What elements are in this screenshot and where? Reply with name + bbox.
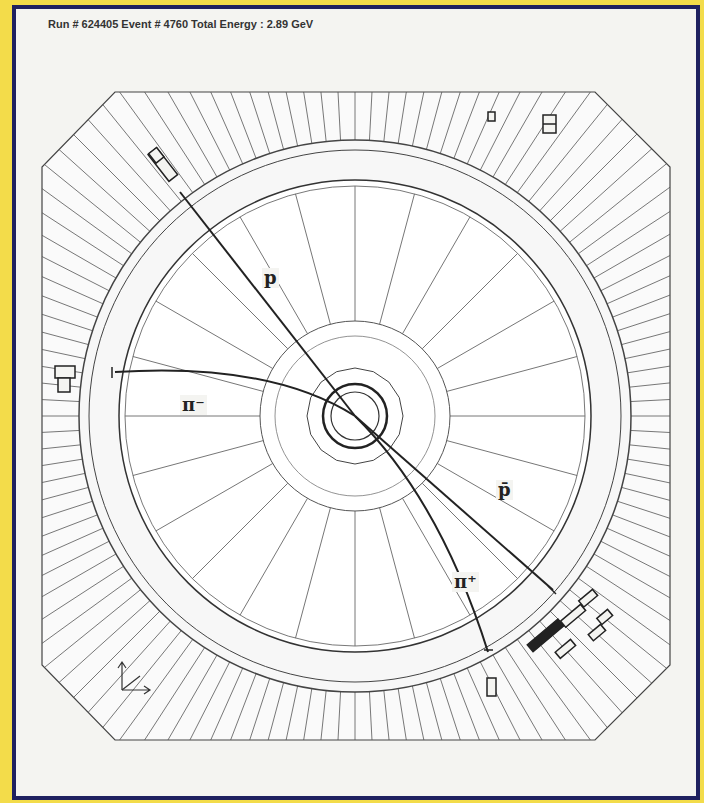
calorimeter-outline [42,92,670,740]
tracks [112,192,556,652]
run-header: Run # 624405 Event # 4760 Total Energy :… [48,18,313,30]
calorimeter-hits [55,112,613,696]
proton-track [180,192,355,416]
hit-box [597,609,613,624]
hit-box [543,115,556,133]
hit-box [488,112,495,121]
axes-icon [118,662,150,694]
hit-box [58,378,70,392]
hit-box [527,619,563,652]
track-ends [112,367,556,650]
hit-box [149,147,164,163]
pi-minus-label: π⁻ [180,395,207,415]
pi-plus-label: π⁺ [452,572,479,592]
hit-box [561,604,586,627]
drift-chamber [119,180,591,652]
hit-box [579,589,598,607]
hit-box [487,678,496,696]
hit-box [555,639,575,658]
coil [79,140,631,692]
hit-box [148,148,178,182]
hit-box [588,624,605,640]
coil-inner [89,150,621,682]
pi-minus-track [115,370,355,416]
pi-plus-track [355,416,488,652]
antiproton-label: p̄ [496,480,513,500]
proton-label: p [262,268,279,288]
hit-box [543,123,556,125]
hit-box [55,366,75,378]
